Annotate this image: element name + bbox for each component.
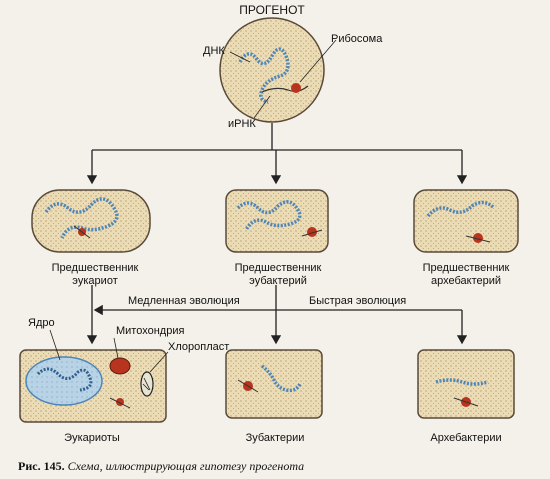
- figure-caption: Рис. 145. Схема, иллюстрирующая гипотезу…: [18, 459, 304, 474]
- archaebacteria-cell: [417, 349, 515, 419]
- dna-strand: [238, 47, 290, 104]
- dna-label: ДНК: [203, 45, 225, 57]
- evolution-arrows: [86, 285, 468, 345]
- fast-evolution-label: Быстрая эволюция: [309, 295, 407, 307]
- branch-arrows: [86, 123, 468, 185]
- slow-evolution-label: Медленная эволюция: [128, 295, 240, 307]
- progenote-title: ПРОГЕНОТ: [239, 3, 305, 17]
- eubacteria-cell: [225, 349, 323, 419]
- mitochondrion: [109, 357, 131, 375]
- mitochondrion-label: Митохондрия: [116, 325, 185, 337]
- precursor-archaebacteria-cell: [413, 189, 519, 253]
- figure-number: Рис. 145.: [18, 459, 65, 473]
- nucleus-label: Ядро: [28, 317, 55, 329]
- ribosome: [291, 83, 301, 93]
- eukaryotes-label: Эукариоты: [64, 432, 120, 444]
- mrna-label: иРНК: [228, 118, 256, 130]
- ribosome-label: Рибосома: [331, 33, 383, 45]
- progenote-diagram: [19, 17, 519, 423]
- chloroplast-label: Хлоропласт: [168, 341, 230, 353]
- figure-caption-text: Схема, иллюстрирующая гипотезу прогенота: [67, 459, 305, 473]
- archaebacteria-label: Архебактерии: [430, 432, 502, 444]
- eukaryote-cell: [19, 329, 169, 423]
- precursor-eubacteria-cell: [225, 189, 329, 253]
- precursor-eukaryote-cell: [31, 189, 151, 253]
- nucleus: [25, 356, 103, 406]
- mrna-strand: [261, 85, 309, 93]
- eubacteria-label: Зубактерии: [245, 432, 305, 444]
- progenote-cell: [219, 17, 337, 123]
